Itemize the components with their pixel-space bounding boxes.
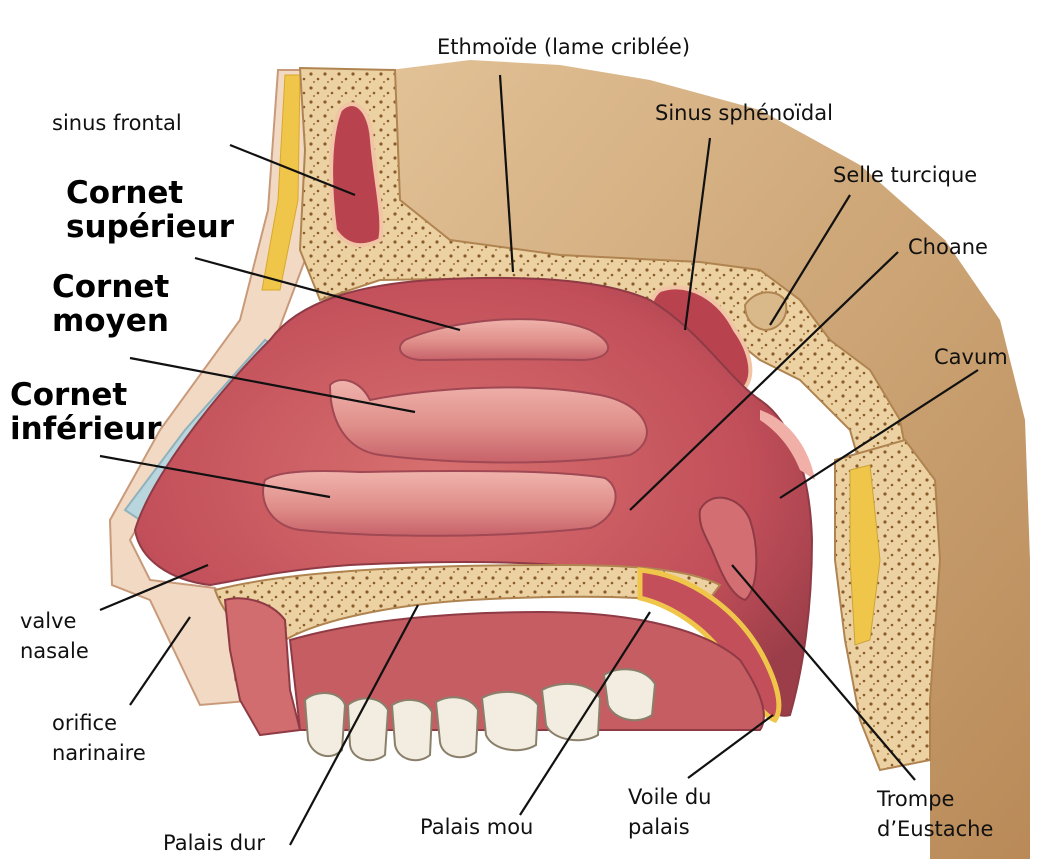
label-cornet-moyen-line1: Cornet (52, 270, 169, 304)
label-valve-nasale-line1: valve (20, 606, 89, 636)
label-selle-turcique: Selle turcique (833, 160, 977, 190)
label-cornet-moyen: Cornet moyen (52, 270, 169, 338)
label-valve-nasale: valve nasale (20, 606, 89, 666)
label-orifice-narinaire: orifice narinaire (52, 708, 146, 768)
label-cornet-inferieur-line1: Cornet (10, 378, 162, 412)
label-trompe-eustache-line2: d’Eustache (877, 814, 993, 844)
label-sinus-sphenoidal: Sinus sphénoïdal (655, 98, 833, 128)
label-cornet-superieur-line1: Cornet (66, 176, 234, 210)
label-orifice-narinaire-line1: orifice (52, 708, 146, 738)
label-palais-mou: Palais mou (420, 812, 533, 842)
label-voile-du-palais: Voile du palais (628, 782, 712, 842)
label-orifice-narinaire-line2: narinaire (52, 738, 146, 768)
label-cornet-inferieur: Cornet inférieur (10, 378, 162, 446)
label-voile-du-palais-line2: palais (628, 812, 712, 842)
label-cornet-inferieur-line2: inférieur (10, 412, 162, 446)
label-cornet-moyen-line2: moyen (52, 304, 169, 338)
inferior-turbinate (263, 471, 616, 536)
label-ethmoide: Ethmoïde (lame criblée) (437, 32, 690, 62)
label-sinus-frontal: sinus frontal (52, 108, 182, 138)
label-choane: Choane (908, 232, 988, 262)
label-palais-dur: Palais dur (163, 828, 265, 858)
sella-turcica (745, 292, 786, 330)
label-voile-du-palais-line1: Voile du (628, 782, 712, 812)
label-trompe-eustache-line1: Trompe (877, 784, 993, 814)
label-cornet-superieur: Cornet supérieur (66, 176, 234, 244)
label-cornet-superieur-line2: supérieur (66, 210, 234, 244)
label-valve-nasale-line2: nasale (20, 636, 89, 666)
label-cavum: Cavum (934, 342, 1008, 372)
label-trompe-eustache: Trompe d’Eustache (877, 784, 993, 844)
